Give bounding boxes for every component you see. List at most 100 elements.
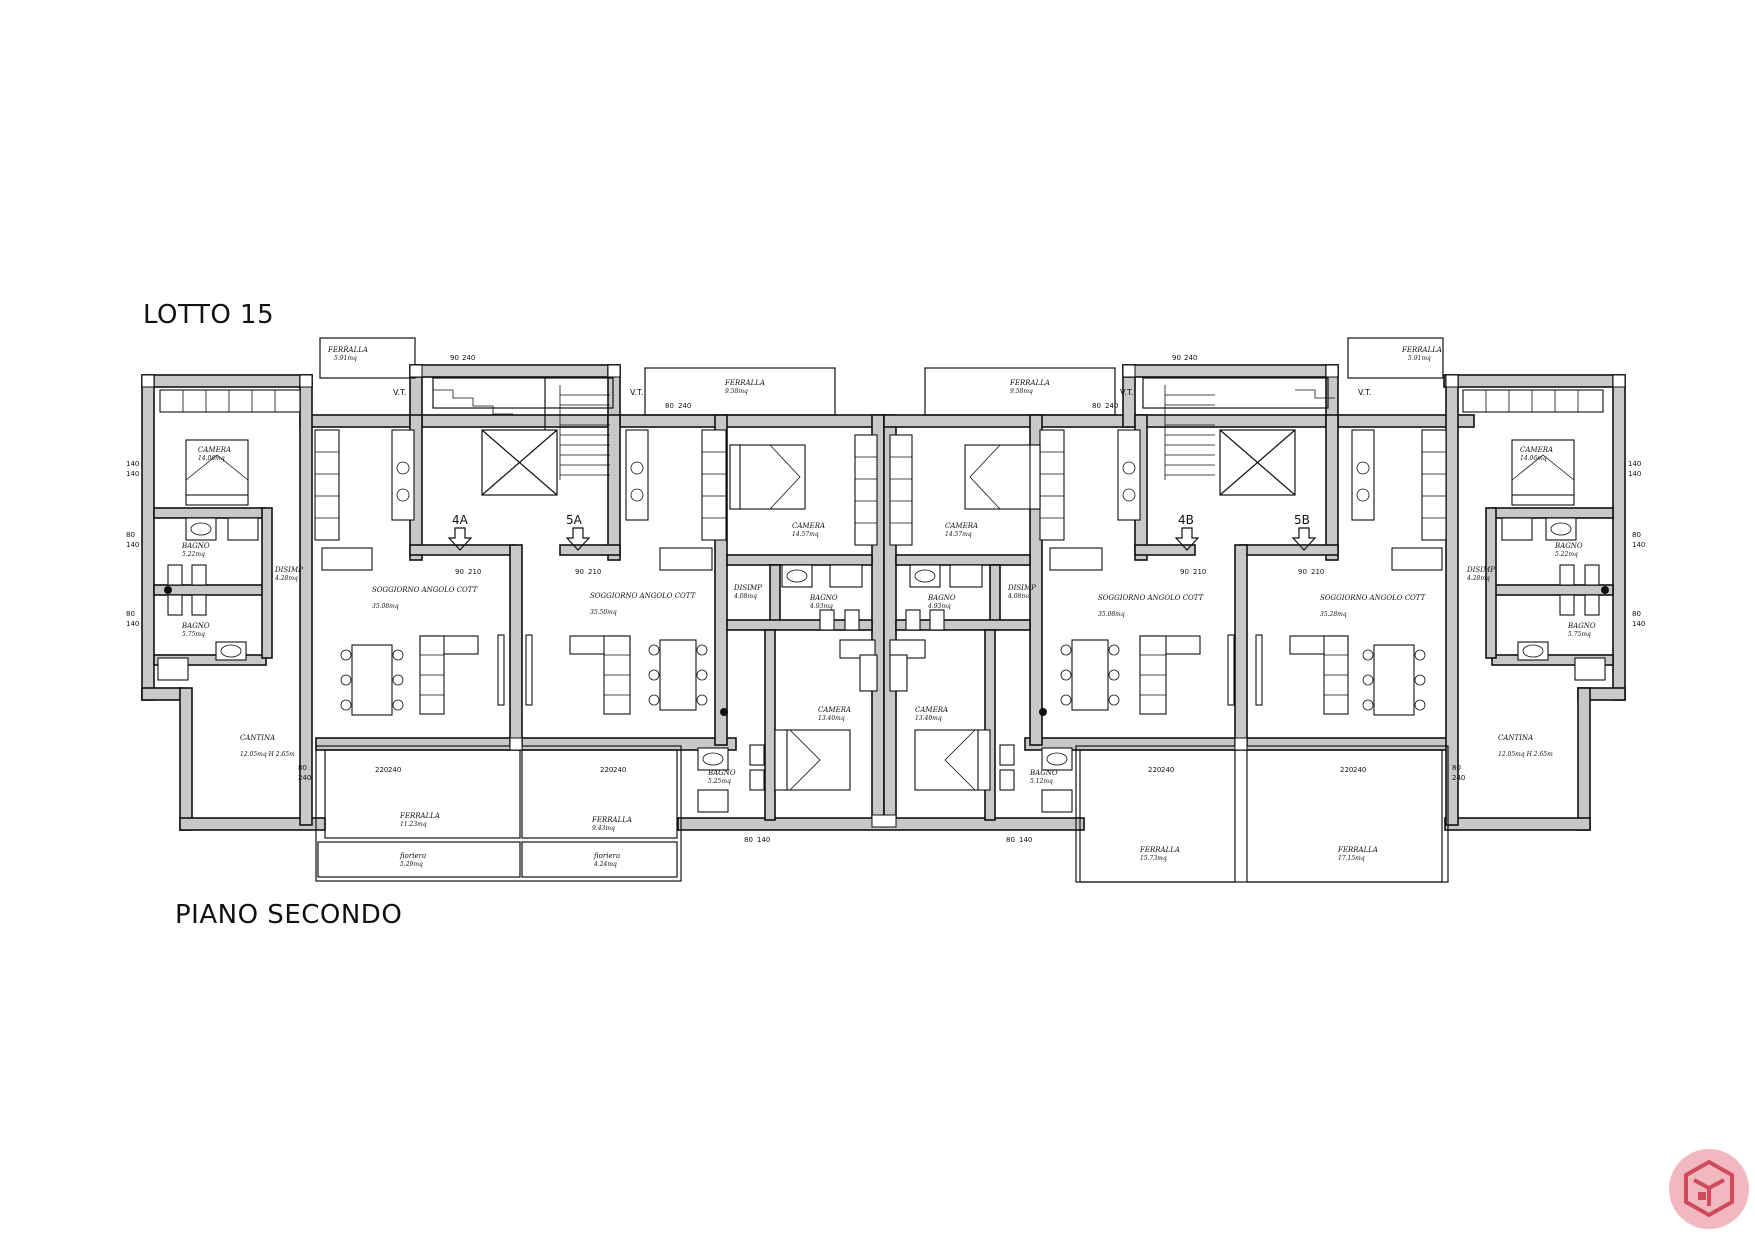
- svg-text:220: 220: [1148, 766, 1161, 774]
- room-label: BAGNO 5.22mq: [1554, 542, 1583, 558]
- svg-text:140: 140: [1628, 470, 1641, 478]
- unit-label-4a: 4A: [452, 513, 469, 527]
- room-area: 13.40mq: [915, 715, 942, 722]
- svg-text:240: 240: [1184, 354, 1197, 362]
- room-name: CAMERA: [792, 522, 825, 530]
- room-name: fioriera: [593, 852, 620, 860]
- svg-text:220: 220: [600, 766, 613, 774]
- room-name: CAMERA: [945, 522, 978, 530]
- svg-text:140: 140: [1628, 460, 1641, 468]
- room-area: 35.50mq: [590, 609, 617, 616]
- room-area: 12.05mq H 2.65m: [1498, 751, 1553, 758]
- stairs-east: [1142, 377, 1335, 496]
- room-label: BAGNO 5.12mq: [1029, 769, 1058, 785]
- room-label: CAMERA 13.40mq: [915, 706, 948, 722]
- svg-text:140: 140: [126, 541, 139, 549]
- svg-text:80: 80: [126, 610, 135, 618]
- room-label: CAMERA 14.57mq: [792, 522, 825, 538]
- dimension-labels: 140 140 80 140 80 140 140 140 80 140 80 …: [126, 354, 1645, 844]
- room-area: 5.75mq: [182, 631, 205, 638]
- room-label: BAGNO 4.93mq: [809, 594, 838, 610]
- room-area: 14.57mq: [792, 531, 819, 538]
- room-name: CAMERA: [1520, 446, 1553, 454]
- room-name: BAGNO: [809, 594, 838, 602]
- room-name: CAMERA: [818, 706, 851, 714]
- room-label: CAMERA 13.40mq: [818, 706, 851, 722]
- svg-text:240: 240: [1161, 766, 1174, 774]
- room-name: BAGNO: [1029, 769, 1058, 777]
- svg-text:80: 80: [665, 402, 674, 410]
- room-name: CANTINA: [240, 734, 275, 742]
- room-label: DISIMP 4.08mq: [733, 584, 762, 600]
- room-name: BAGNO: [1554, 542, 1583, 550]
- svg-text:140: 140: [757, 836, 770, 844]
- room-area: 14.06mq: [1520, 455, 1547, 462]
- room-name: BAGNO: [927, 594, 956, 602]
- room-area: 5.91mq: [334, 355, 357, 362]
- room-area: 4.24mq: [593, 861, 617, 868]
- room-area: 12.05mq H 2.65m: [240, 751, 295, 758]
- svg-text:140: 140: [1632, 620, 1645, 628]
- room-label: SOGGIORNO ANGOLO COTT 35.28mq: [1320, 594, 1427, 618]
- room-name: FERRALLA: [591, 816, 632, 824]
- room-name: FERRALLA: [1337, 846, 1378, 854]
- svg-text:240: 240: [298, 774, 311, 782]
- svg-text:240: 240: [613, 766, 626, 774]
- room-label: fioriera 4.24mq: [593, 852, 620, 868]
- room-label: CANTINA 12.05mq H 2.65m: [1498, 734, 1553, 758]
- svg-text:210: 210: [588, 568, 601, 576]
- balconies: [315, 337, 1449, 883]
- room-label: BAGNO 4.93mq: [927, 594, 956, 610]
- room-area: 35.08mq: [1098, 611, 1125, 618]
- svg-text:240: 240: [388, 766, 401, 774]
- room-label: CAMERA 14.06mq: [1520, 446, 1553, 462]
- room-label: CAMERA 14.57mq: [945, 522, 978, 538]
- room-area: 13.40mq: [818, 715, 845, 722]
- room-label: SOGGIORNO ANGOLO COTT 35.50mq: [590, 592, 697, 616]
- svg-text:140: 140: [1019, 836, 1032, 844]
- room-area: 9.58mq: [1010, 388, 1033, 395]
- room-label: fioriera 5.29mq: [399, 852, 426, 868]
- room-name: FERRALLA: [1139, 846, 1180, 854]
- vt-mark: V.T.: [393, 388, 406, 397]
- furniture-west: [157, 389, 878, 813]
- room-label: FERRALLA 15.73mq: [1139, 846, 1180, 862]
- room-name: DISIMP: [733, 584, 762, 592]
- room-area: 9.58mq: [725, 388, 748, 395]
- unit-label-5a: 5A: [566, 513, 583, 527]
- svg-text:80: 80: [126, 531, 135, 539]
- svg-text:210: 210: [1311, 568, 1324, 576]
- room-name: FERRALLA: [724, 379, 765, 387]
- room-label: BAGNO 5.75mq: [181, 622, 210, 638]
- svg-text:240: 240: [462, 354, 475, 362]
- room-label: DISIMP 4.08mq: [1007, 584, 1036, 600]
- room-name: fioriera: [399, 852, 426, 860]
- svg-text:240: 240: [1105, 402, 1118, 410]
- room-name: BAGNO: [181, 622, 210, 630]
- room-name: SOGGIORNO ANGOLO COTT: [1098, 594, 1205, 602]
- room-area: 5.91mq: [1408, 355, 1431, 362]
- furniture-east: [889, 389, 1606, 813]
- room-label: FERRALLA 9.58mq: [1009, 379, 1050, 395]
- room-label: DISIMP 4.28mq: [274, 566, 303, 582]
- room-name: FERRALLA: [327, 346, 368, 354]
- svg-text:80: 80: [1006, 836, 1015, 844]
- room-area: 11.23mq: [400, 821, 427, 828]
- room-area: 14.57mq: [945, 531, 972, 538]
- svg-text:90: 90: [575, 568, 584, 576]
- room-name: FERRALLA: [399, 812, 440, 820]
- room-label: FERRALLA 9.43mq: [591, 816, 632, 832]
- room-name: SOGGIORNO ANGOLO COTT: [372, 586, 479, 594]
- room-label: CANTINA 12.05mq H 2.65m: [240, 734, 295, 758]
- svg-text:140: 140: [126, 620, 139, 628]
- room-area: 5.22mq: [1555, 551, 1578, 558]
- svg-text:140: 140: [126, 460, 139, 468]
- room-area: 4.28mq: [274, 575, 298, 582]
- room-label: BAGNO 5.22mq: [181, 542, 210, 558]
- svg-text:80: 80: [1632, 610, 1641, 618]
- room-area: 4.28mq: [1466, 575, 1490, 582]
- room-name: SOGGIORNO ANGOLO COTT: [590, 592, 697, 600]
- lot-title: LOTTO 15: [143, 300, 275, 330]
- room-area: 35.28mq: [1320, 611, 1347, 618]
